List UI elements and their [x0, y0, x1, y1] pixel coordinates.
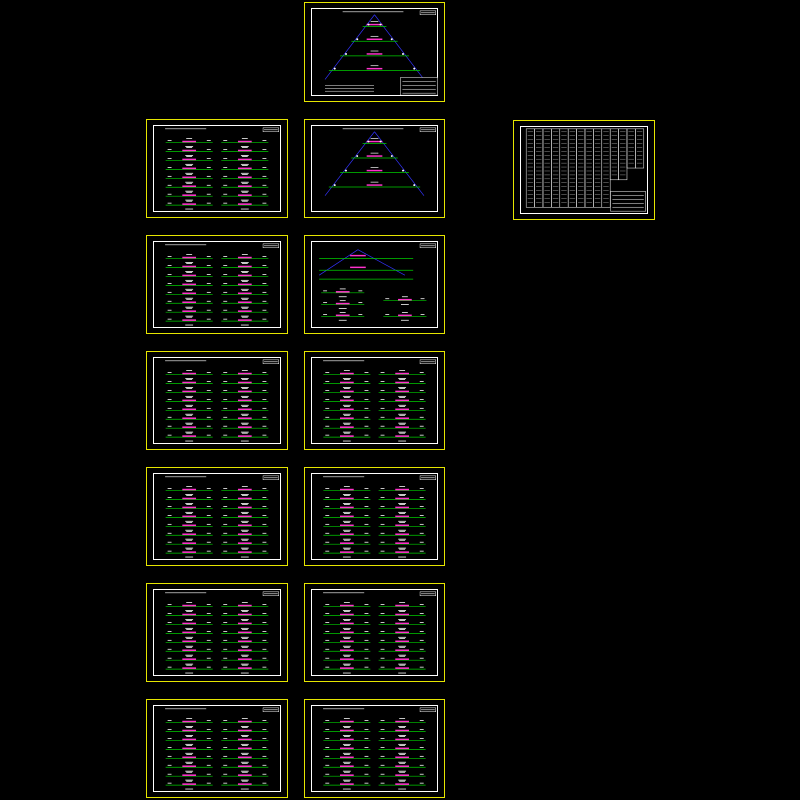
sheet-drawing — [165, 475, 279, 558]
drawing-sheet-sections[interactable] — [146, 583, 288, 682]
title-block-label — [419, 591, 436, 597]
drawing-sheet-sections[interactable] — [146, 699, 288, 798]
sheet-drawing — [323, 475, 436, 558]
slope-marker — [344, 169, 347, 172]
slope-marker — [379, 140, 382, 143]
drawing-sheet-sections[interactable] — [304, 699, 445, 798]
sheet-drawing — [165, 591, 279, 674]
title-block-label — [262, 243, 279, 249]
table-column — [576, 128, 586, 208]
slope-marker — [402, 52, 404, 55]
title-block-label — [262, 591, 279, 597]
slope-marker — [413, 67, 416, 70]
sheet-drawing — [324, 127, 436, 196]
slope-marker — [345, 52, 347, 55]
table-column — [534, 128, 544, 208]
slope-line-right — [374, 14, 425, 80]
title-block-label — [419, 10, 436, 16]
title-block-label — [262, 359, 279, 365]
slope-line-left — [324, 14, 375, 80]
sheet-frame — [153, 357, 281, 444]
drawing-sheet-overview[interactable] — [304, 119, 445, 218]
table-column — [609, 128, 619, 181]
drawing-sheet-overview[interactable] — [304, 2, 445, 102]
title-block-label — [419, 707, 436, 713]
sheet-drawing — [324, 10, 438, 96]
table-column — [559, 128, 569, 208]
drawing-sheet-table[interactable] — [513, 120, 655, 220]
sheet-drawing — [318, 243, 436, 321]
slope-marker — [402, 169, 405, 172]
slope-marker — [367, 140, 370, 143]
sheet-frame — [153, 241, 281, 328]
slope-marker — [390, 155, 393, 158]
sheet-frame — [311, 473, 438, 560]
table-column — [584, 128, 594, 208]
slope-marker — [390, 38, 393, 41]
sheet-frame — [153, 589, 281, 676]
table-column — [542, 128, 552, 208]
sheet-frame — [311, 241, 438, 328]
sheet-drawing — [165, 707, 279, 790]
table-column — [601, 128, 611, 208]
sheet-frame — [311, 8, 438, 96]
title-block-label — [419, 475, 436, 481]
slope-marker — [379, 23, 382, 26]
sheet-frame — [153, 705, 281, 792]
table-column — [635, 128, 645, 169]
slope-marker — [333, 184, 336, 187]
table-column — [567, 128, 577, 208]
sheet-frame — [311, 357, 438, 444]
sheet-drawing — [323, 591, 436, 674]
sheet-drawing — [165, 359, 279, 442]
drawing-sheet-mixed[interactable] — [304, 235, 445, 334]
slope-line-right — [357, 249, 406, 276]
sheet-drawing — [323, 707, 436, 790]
sheet-frame — [520, 126, 648, 214]
sheet-drawing — [165, 127, 279, 210]
table-column — [618, 128, 628, 181]
slope-line-left — [318, 249, 359, 276]
title-block — [610, 191, 646, 212]
slope-line-left — [324, 131, 375, 196]
slope-marker — [333, 67, 336, 70]
sheet-frame — [311, 705, 438, 792]
drawing-sheet-sections[interactable] — [146, 119, 288, 218]
slope-marker — [367, 23, 370, 26]
table-column — [626, 128, 636, 169]
drawing-sheet-sections[interactable] — [304, 467, 445, 566]
sheet-frame — [311, 125, 438, 212]
title-block-label — [262, 127, 279, 133]
sheet-frame — [311, 589, 438, 676]
sheet-frame — [153, 125, 281, 212]
drawing-sheet-sections[interactable] — [146, 235, 288, 334]
slope-line-right — [374, 131, 425, 196]
title-block-label — [262, 475, 279, 481]
sheet-drawing — [323, 359, 436, 442]
sheet-drawing — [165, 243, 279, 326]
slope-marker — [356, 155, 359, 158]
table-column — [593, 128, 603, 208]
drawing-sheet-sections[interactable] — [146, 351, 288, 450]
table-column — [525, 128, 535, 208]
title-block-label — [262, 707, 279, 713]
slope-marker — [413, 184, 416, 187]
drawing-sheet-sections[interactable] — [304, 583, 445, 682]
drawing-sheet-sections[interactable] — [304, 351, 445, 450]
title-block-label — [419, 243, 436, 249]
sheet-frame — [153, 473, 281, 560]
slope-marker — [356, 38, 359, 41]
drawing-sheet-sections[interactable] — [146, 467, 288, 566]
sheet-drawing — [525, 128, 646, 212]
table-column — [551, 128, 561, 208]
title-block-label — [419, 359, 436, 365]
title-block — [400, 77, 438, 96]
title-block-label — [419, 127, 436, 133]
